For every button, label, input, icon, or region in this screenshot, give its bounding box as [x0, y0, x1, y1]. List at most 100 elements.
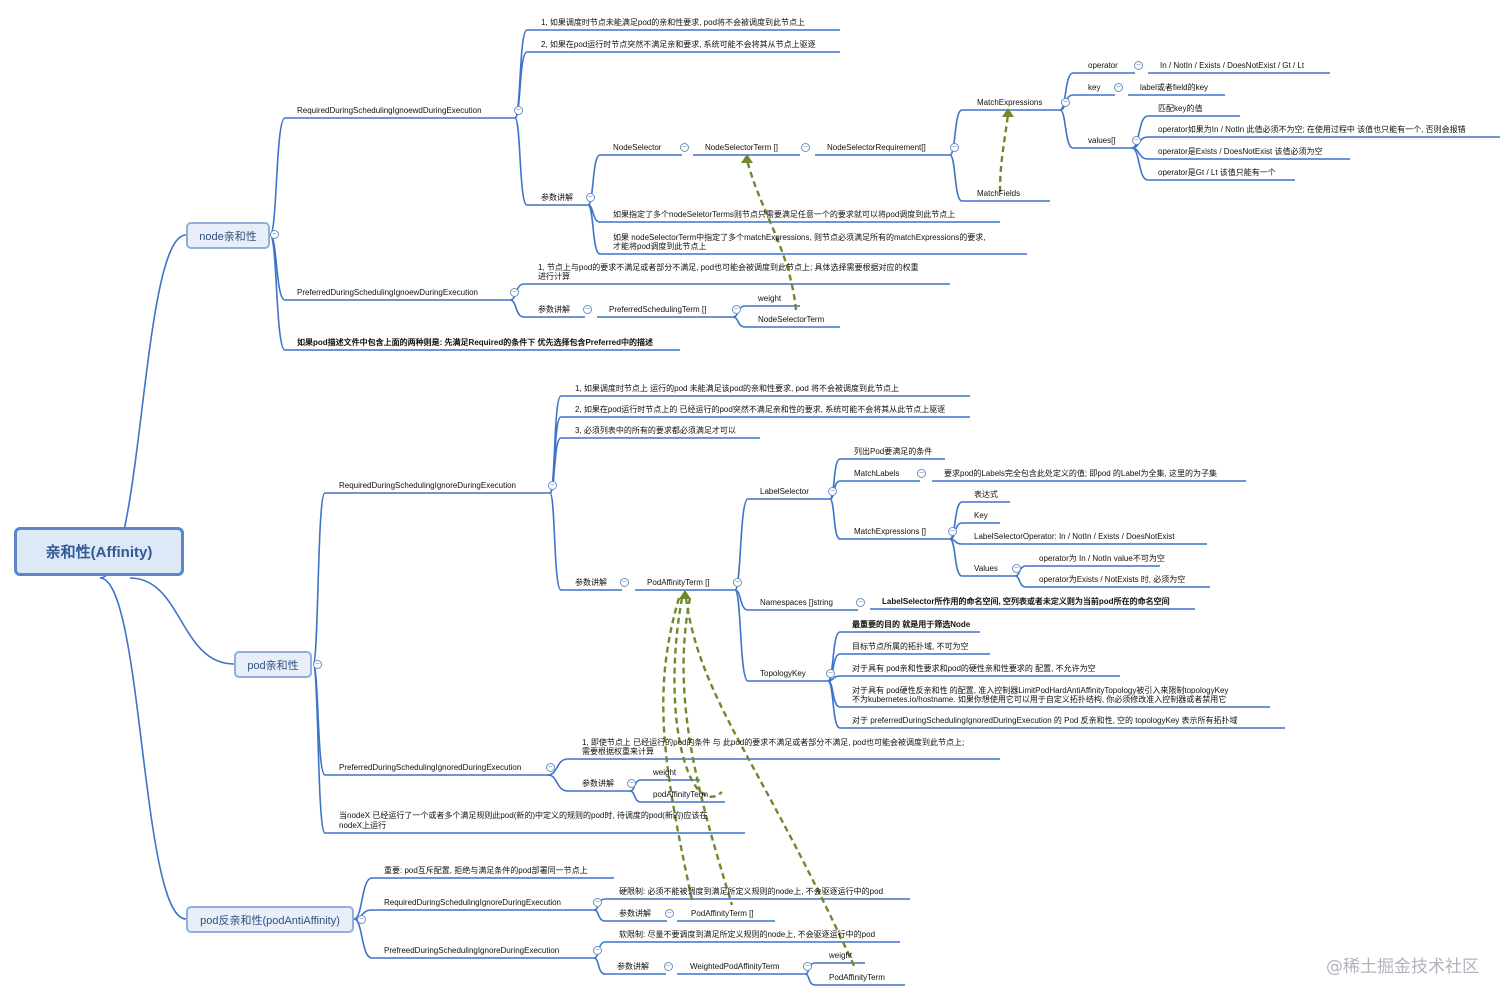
anti-important-note: 重要: pod互斥配置, 拒绝与满足条件的pod部署同一节点上 — [384, 866, 588, 875]
match-labels-topic[interactable]: MatchLabels — [854, 469, 900, 478]
node-required-note-2: 2, 如果在pod运行时节点突然不满足亲和要求, 系统可能不会将其从节点上驱逐 — [541, 40, 816, 49]
branch-connector — [549, 395, 562, 494]
branch-connector — [312, 663, 326, 776]
branch-connector — [1059, 109, 1074, 149]
collapse-toggle-icon[interactable]: − — [1012, 564, 1021, 573]
collapse-toggle-icon[interactable]: − — [828, 487, 837, 496]
match-fields-topic[interactable]: MatchFields — [977, 189, 1021, 198]
node-selector-requirement-topic[interactable]: NodeSelectorRequirement[] — [827, 143, 926, 152]
collapse-toggle-icon[interactable]: − — [1134, 61, 1143, 70]
topology-key-topic[interactable]: TopologyKey — [760, 669, 806, 678]
match-expressions-topic[interactable]: MatchExpressions — [977, 98, 1043, 107]
collapse-toggle-icon[interactable]: − — [664, 962, 673, 971]
collapse-toggle-icon[interactable]: − — [948, 527, 957, 536]
operator-topic[interactable]: operator — [1088, 61, 1118, 70]
pod-affinity-term-topic[interactable]: PodAffinityTerm [] — [647, 578, 710, 587]
collapse-toggle-icon[interactable]: − — [950, 143, 959, 152]
preferred-scheduling-term-topic[interactable]: PreferredSchedulingTerm [] — [609, 305, 707, 314]
values-topic[interactable]: values[] — [1088, 136, 1116, 145]
weighted-pod-affinity-term-topic[interactable]: WeightedPodAffinityTerm — [690, 962, 780, 971]
branch-connector — [99, 577, 187, 920]
relationship-link — [998, 113, 1010, 193]
node-weight-topic[interactable]: weight — [758, 294, 782, 303]
pod-pref-params-topic[interactable]: 参数讲解 — [582, 779, 614, 788]
pod-match-expressions-topic[interactable]: MatchExpressions [] — [854, 527, 927, 536]
branch-connector — [734, 589, 749, 611]
collapse-toggle-icon[interactable]: − — [270, 230, 279, 239]
pod-weight-topic[interactable]: weight — [653, 768, 677, 777]
collapse-toggle-icon[interactable]: − — [680, 143, 689, 152]
pod-required-note-3: 3, 必须列表中的所有的要求都必须满足才可以 — [575, 426, 736, 435]
label-selector-topic[interactable]: LabelSelector — [760, 487, 809, 496]
collapse-toggle-icon[interactable]: − — [627, 779, 636, 788]
branch-connector — [804, 973, 816, 986]
collapse-toggle-icon[interactable]: − — [313, 660, 322, 669]
match-labels-description: 要求pod的Labels完全包含此处定义的值; 即pod 的Label为全集, … — [944, 469, 1217, 478]
collapse-toggle-icon[interactable]: − — [357, 915, 366, 924]
branch-connector — [593, 957, 606, 975]
collapse-toggle-icon[interactable]: − — [801, 143, 810, 152]
anti-required-topic[interactable]: RequiredDuringSchedulingIgnoreDuringExec… — [384, 898, 561, 907]
node-selector-term-topic[interactable]: NodeSelectorTerm [] — [705, 143, 778, 152]
pod-preferred-note-b: 需要根据权重来计算 — [582, 747, 654, 756]
collapse-toggle-icon[interactable]: − — [1061, 98, 1070, 107]
anti-preferred-topic[interactable]: PrefreedDuringSchedulingIgnoreDuringExec… — [384, 946, 560, 955]
collapse-toggle-icon[interactable]: − — [1114, 83, 1123, 92]
collapse-toggle-icon[interactable]: − — [826, 669, 835, 678]
branch-connector — [949, 154, 963, 202]
values-note-2: operator如果为In / NotIn 此值必须不为空; 在使用过程中 该值… — [1158, 125, 1466, 134]
collapse-toggle-icon[interactable]: − — [856, 598, 865, 607]
anti-params-2-topic[interactable]: 参数讲解 — [617, 962, 649, 971]
branch-pod-anti-affinity[interactable]: pod反亲和性(podAntiAffinity) — [186, 906, 354, 933]
branch-connector — [829, 498, 841, 540]
collapse-toggle-icon[interactable]: − — [1132, 136, 1141, 145]
collapse-toggle-icon[interactable]: − — [514, 106, 523, 115]
label-selector-description: 列出Pod要满足的条件 — [854, 447, 933, 456]
anti-pod-affinity-term-topic[interactable]: PodAffinityTerm [] — [691, 909, 754, 918]
relationship-arrowhead — [741, 154, 753, 163]
collapse-toggle-icon[interactable]: − — [583, 305, 592, 314]
anti-weight-topic[interactable]: weight — [829, 951, 853, 960]
match-expressions-note-3: LabelSelectorOperator: In / NotIn / Exis… — [974, 532, 1175, 541]
node-pref-params-topic[interactable]: 参数讲解 — [538, 305, 570, 314]
root-topic[interactable]: 亲和性(Affinity) — [14, 527, 184, 576]
nodex-note-b: nodeX上运行 — [339, 821, 387, 830]
branch-connector — [629, 790, 642, 803]
branch-connector — [509, 299, 525, 318]
namespaces-topic[interactable]: Namespaces []string — [760, 598, 833, 607]
collapse-toggle-icon[interactable]: − — [665, 909, 674, 918]
collapse-toggle-icon[interactable]: − — [620, 578, 629, 587]
collapse-toggle-icon[interactable]: − — [548, 481, 557, 490]
collapse-toggle-icon[interactable]: − — [510, 288, 519, 297]
branch-node-affinity[interactable]: node亲和性 — [186, 222, 270, 249]
branch-connector — [827, 680, 841, 708]
pod-affinity-term-2-topic[interactable]: podAffinityTerm — [653, 790, 708, 799]
key-topic[interactable]: key — [1088, 83, 1101, 92]
collapse-toggle-icon[interactable]: − — [803, 962, 812, 971]
collapse-toggle-icon[interactable]: − — [733, 578, 742, 587]
terms-note-2a: 如果 nodeSelectorTerm中指定了多个matchExpression… — [613, 233, 986, 242]
collapse-toggle-icon[interactable]: − — [732, 305, 741, 314]
node-selector-term-2-topic[interactable]: NodeSelectorTerm — [758, 315, 825, 324]
anti-pod-affinity-term-2-topic[interactable]: PodAffinityTerm — [829, 973, 885, 982]
branch-connector — [129, 577, 235, 665]
collapse-toggle-icon[interactable]: − — [593, 898, 602, 907]
pod-preferred-note-a: 1, 即使节点上 已经运行的pod的条件 与 此pod的要求不满足或者部分不满足… — [582, 738, 965, 747]
pod-params-topic[interactable]: 参数讲解 — [575, 578, 607, 587]
node-selector-topic[interactable]: NodeSelector — [613, 143, 662, 152]
node-preferred-topic[interactable]: PreferredDuringSchedulingIgnoewDuringExe… — [297, 288, 478, 297]
anti-params-1-topic[interactable]: 参数讲解 — [619, 909, 651, 918]
branch-connector — [312, 663, 326, 834]
collapse-toggle-icon[interactable]: − — [917, 469, 926, 478]
watermark: @稀土掘金技术社区 — [1326, 957, 1479, 977]
pod-required-topic[interactable]: RequiredDuringSchedulingIgnoreDuringExec… — [339, 481, 516, 490]
node-params-topic[interactable]: 参数讲解 — [541, 193, 573, 202]
pod-preferred-topic[interactable]: PreferredDuringSchedulingIgnoredDuringEx… — [339, 763, 522, 772]
node-required-topic[interactable]: RequiredDuringSchedulingIgnoewdDuringExe… — [297, 106, 482, 115]
values-topic-pod[interactable]: Values — [974, 564, 998, 573]
collapse-toggle-icon[interactable]: − — [593, 946, 602, 955]
collapse-toggle-icon[interactable]: − — [586, 193, 595, 202]
branch-pod-affinity[interactable]: pod亲和性 — [234, 651, 312, 678]
collapse-toggle-icon[interactable]: − — [546, 763, 555, 772]
anti-hard-note: 硬限制: 必须不能被调度到满足所定义规则的node上, 不会驱逐运行中的pod — [619, 887, 884, 896]
